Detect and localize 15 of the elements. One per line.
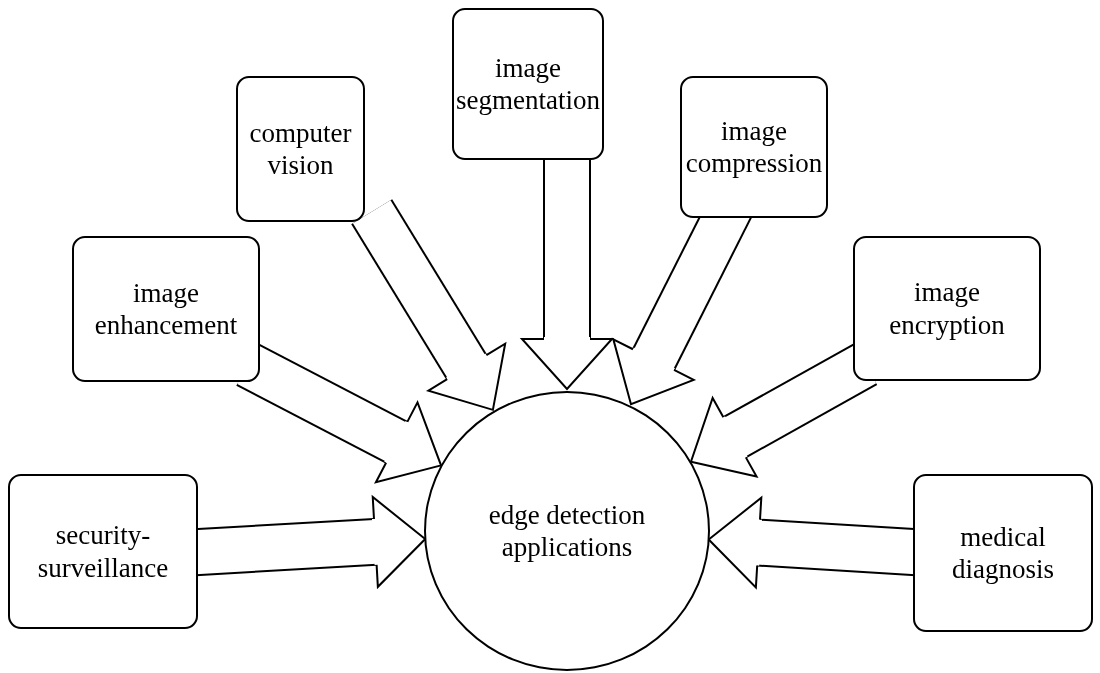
node-label: edge detection applications xyxy=(487,498,647,564)
topic-box xyxy=(913,474,1093,632)
topic-box xyxy=(8,474,198,629)
node-label: image segmentation xyxy=(455,51,601,117)
topic-box xyxy=(680,76,828,218)
topic-box xyxy=(452,8,604,160)
node-label: computer vision xyxy=(248,116,353,182)
node-label: image enhancement xyxy=(93,276,239,342)
topic-box xyxy=(72,236,260,382)
topic-box xyxy=(853,236,1041,381)
topic-box xyxy=(236,76,365,222)
node-label: security-surveillance xyxy=(36,519,170,584)
node-label: medical diagnosis xyxy=(951,520,1055,586)
node-label: image encryption xyxy=(888,276,1006,341)
node-label: image compression xyxy=(684,114,824,180)
